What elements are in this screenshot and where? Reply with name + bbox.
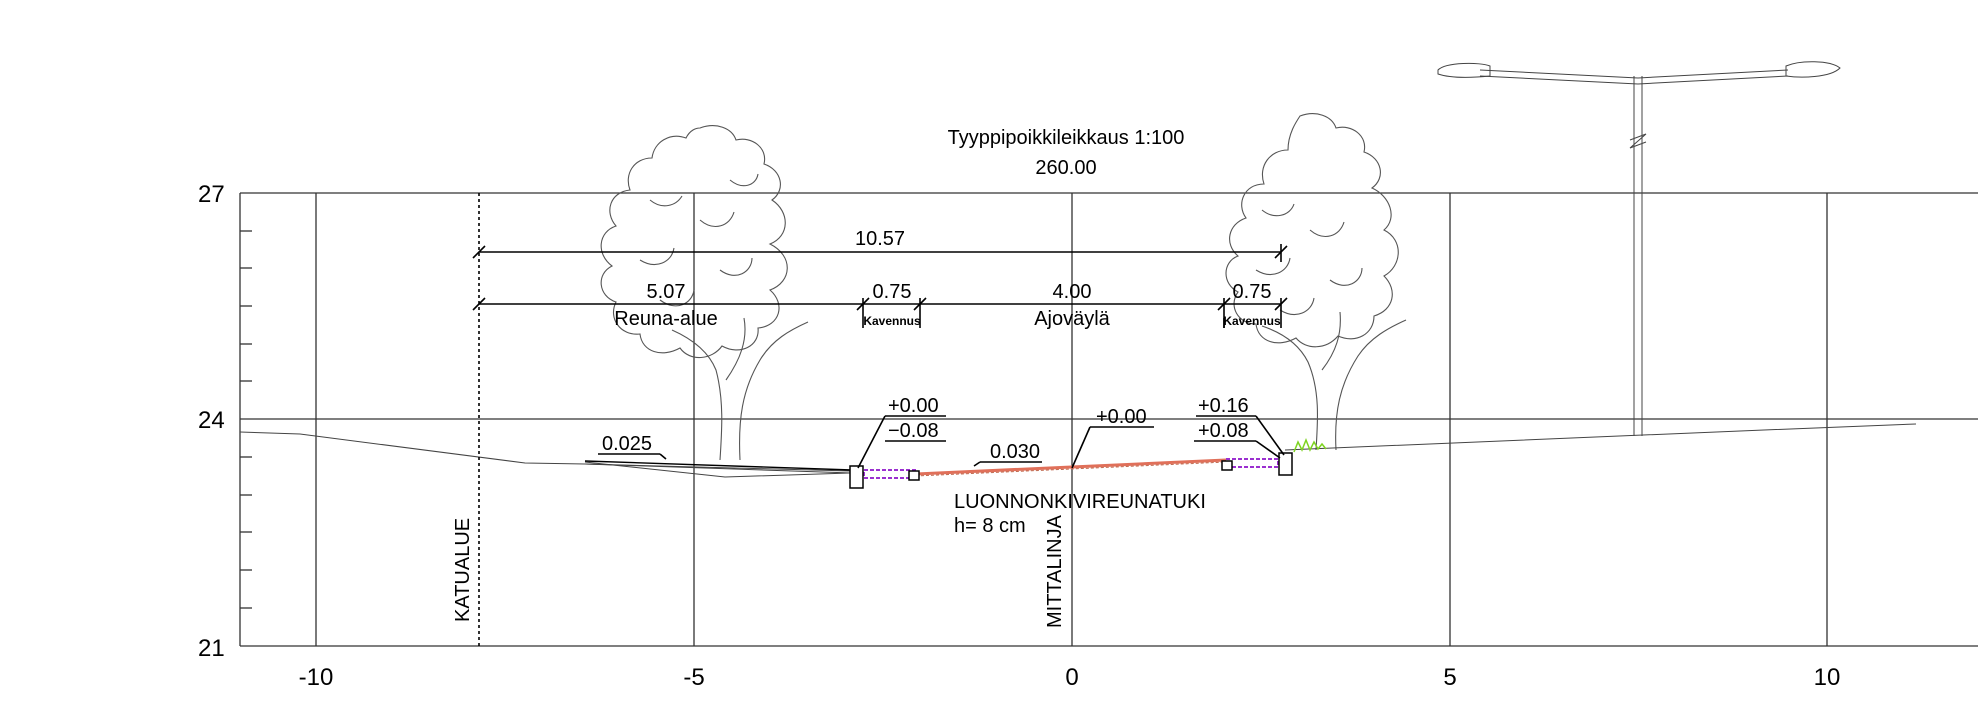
y-tick-27: 27 (198, 181, 225, 208)
x-tick-10: 10 (1814, 664, 1841, 691)
x-tick-5: 5 (1443, 664, 1456, 691)
y-tick-21: 21 (198, 635, 225, 662)
ground-profile (239, 423, 1917, 478)
pavement (849, 437, 1327, 489)
x-tick-minus5: -5 (683, 664, 704, 691)
grid (239, 192, 1978, 647)
x-tick-minus10: -10 (299, 664, 334, 691)
dimension-kavennus-left-name: Kavennus (863, 314, 921, 328)
dimension-ajovayla-name: Ajoväylä (1034, 308, 1110, 330)
dimension-reuna-name: Reuna-alue (614, 308, 717, 330)
slope-left: 0.025 (602, 433, 652, 455)
mittalinja-label: MITTALINJA (1044, 514, 1066, 628)
elevation-right-bottom: +0.08 (1198, 420, 1249, 442)
street-light (1437, 61, 1841, 436)
elevation-leaders (598, 415, 1285, 469)
tree-left (600, 125, 809, 461)
slope-center: 0.030 (990, 441, 1040, 463)
elevation-right-top: +0.16 (1198, 395, 1249, 417)
dimension-kavennus-left-width: 0.75 (873, 281, 912, 303)
dimension-kavennus-right-name: Kavennus (1223, 314, 1281, 328)
x-tick-0: 0 (1065, 664, 1078, 691)
elevation-center: +0.00 (1096, 406, 1147, 428)
katualue-label: KATUALUE (452, 518, 474, 622)
dimension-kavennus-right-width: 0.75 (1233, 281, 1272, 303)
y-tick-24: 24 (198, 407, 225, 434)
station-label: 260.00 (1035, 157, 1096, 179)
tree-right (1225, 113, 1407, 451)
dimension-total: 10.57 (855, 228, 905, 250)
dimension-reuna-width: 5.07 (647, 281, 686, 303)
curb-height-note: h= 8 cm (954, 515, 1026, 537)
elevation-left-bottom: −0.08 (888, 420, 939, 442)
drawing-title: Tyyppipoikkileikkaus 1:100 (948, 127, 1185, 149)
elevation-left-top: +0.00 (888, 395, 939, 417)
curb-type-note: LUONNONKIVIREUNATUKI (954, 491, 1206, 513)
dimension-lines (472, 193, 1288, 646)
dimension-ajovayla-width: 4.00 (1053, 281, 1092, 303)
